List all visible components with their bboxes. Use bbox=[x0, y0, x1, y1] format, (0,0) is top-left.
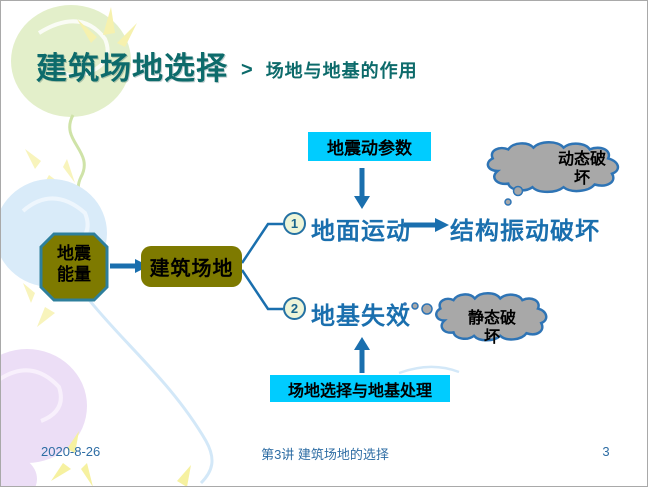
sparkle-rays-top bbox=[77, 7, 137, 47]
title-separator: > bbox=[241, 58, 253, 81]
item1-label: 地面运动 bbox=[311, 218, 411, 245]
param-box: 地震动参数 bbox=[308, 132, 431, 161]
page-title: 建筑场地选择 bbox=[36, 51, 228, 86]
sparkle-rays-mid bbox=[25, 149, 75, 193]
dynamic-damage-cloud-label: 动态破坏 bbox=[557, 151, 606, 187]
footer-page-number: 3 bbox=[602, 444, 610, 459]
item1-result-label: 结构振动破坏 bbox=[450, 218, 600, 245]
slide-header: 建筑场地选择 > 场地与地基的作用 bbox=[36, 51, 418, 87]
sparkle-rays-left bbox=[23, 283, 55, 327]
site-box: 建筑场地 bbox=[141, 246, 242, 287]
arrow-treatment-up bbox=[354, 337, 370, 373]
green-balloon-string bbox=[68, 114, 88, 226]
item2-number-badge: 2 bbox=[283, 297, 306, 320]
footer-lecture-title: 第3讲 建筑场地的选择 bbox=[261, 447, 389, 462]
treatment-box: 场地选择与地基处理 bbox=[270, 375, 450, 402]
static-damage-cloud-label: 静态破坏 bbox=[467, 310, 516, 346]
item2-label: 地基失效 bbox=[311, 303, 411, 330]
energy-octagon-label: 地震能量 bbox=[57, 244, 91, 284]
blue-balloon-swirl bbox=[21, 196, 90, 251]
arrow-param-down bbox=[354, 168, 370, 209]
purple-balloon-swirl bbox=[1, 368, 63, 423]
branch-line-bottom bbox=[240, 269, 283, 311]
branch-line-top bbox=[240, 222, 283, 264]
page-subtitle: 场地与地基的作用 bbox=[265, 60, 418, 81]
blue-streamer-small bbox=[398, 365, 460, 375]
item1-number-badge: 1 bbox=[283, 212, 306, 235]
footer-date: 2020-8-26 bbox=[41, 444, 101, 459]
